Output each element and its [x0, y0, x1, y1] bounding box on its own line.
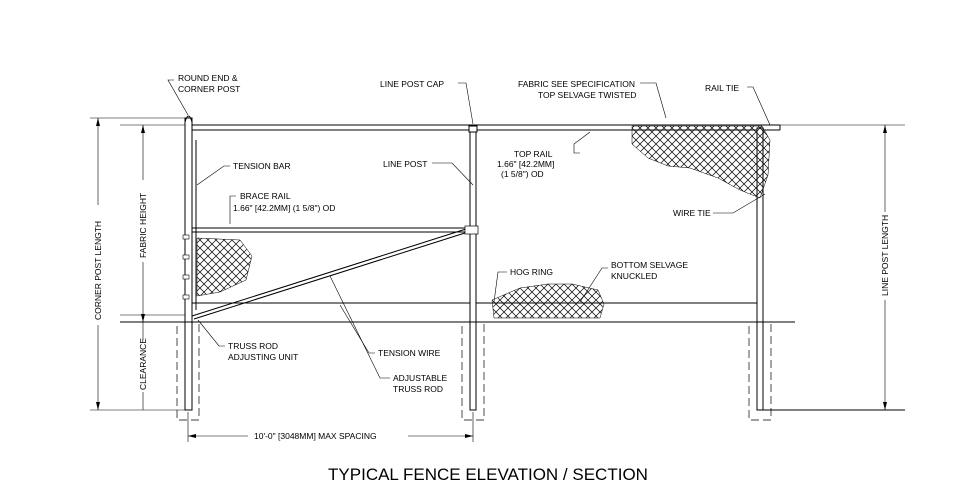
brace-rail [190, 227, 470, 233]
ground-line [120, 321, 905, 411]
svg-text:BRACE RAIL: BRACE RAIL [240, 191, 291, 201]
drawing-title: TYPICAL FENCE ELEVATION / SECTION [328, 465, 648, 484]
svg-text:1.66" [42.2MM]: 1.66" [42.2MM] [497, 159, 554, 169]
label-fabric-height: FABRIC HEIGHT [138, 193, 148, 258]
label-line-post-length: LINE POST LENGTH [880, 215, 890, 296]
callout-round-end-corner-post: ROUND END & CORNER POST [178, 73, 240, 94]
svg-text:ADJUSTABLE: ADJUSTABLE [393, 373, 447, 383]
callout-hog-ring: HOG RING [510, 267, 553, 277]
callout-truss-rod-adjusting-unit: TRUSS ROD ADJUSTING UNIT [228, 341, 298, 362]
dim-corner-post-length [90, 117, 185, 411]
svg-text:(1 5/8") OD: (1 5/8") OD [501, 169, 544, 179]
callout-fabric-specification: FABRIC SEE SPECIFICATION TOP SELVAGE TWI… [518, 79, 636, 100]
dim-fabric-height [120, 124, 185, 322]
callout-bottom-selvage: BOTTOM SELVAGE KNUCKLED [611, 260, 688, 281]
dim-clearance [120, 314, 185, 410]
spacing-label: 10'-0" [3048MM] MAX SPACING [254, 431, 377, 441]
dim-spacing [187, 412, 474, 442]
label-clearance: CLEARANCE [138, 338, 148, 390]
callout-brace-rail: BRACE RAIL 1.66" [42.2MM] (1 5/8") OD [233, 191, 335, 213]
svg-text:ROUND END &: ROUND END & [178, 73, 238, 83]
svg-text:TOP SELVAGE TWISTED: TOP SELVAGE TWISTED [538, 90, 636, 100]
leader-lines [167, 79, 771, 379]
callout-wire-tie: WIRE TIE [673, 208, 711, 218]
svg-text:TRUSS ROD: TRUSS ROD [228, 341, 278, 351]
svg-text:TRUSS ROD: TRUSS ROD [393, 384, 443, 394]
svg-text:BOTTOM SELVAGE: BOTTOM SELVAGE [611, 260, 688, 270]
callout-tension-bar: TENSION BAR [233, 161, 291, 171]
svg-text:1.66" [42.2MM] (1 5/8") OD: 1.66" [42.2MM] (1 5/8") OD [233, 203, 335, 213]
svg-text:ADJUSTING UNIT: ADJUSTING UNIT [228, 352, 298, 362]
footings [176, 321, 772, 421]
svg-text:CORNER POST: CORNER POST [178, 84, 240, 94]
label-corner-post-length: CORNER POST LENGTH [93, 221, 103, 320]
fabric-mesh [196, 125, 771, 319]
svg-text:TOP RAIL: TOP RAIL [514, 149, 553, 159]
line-post [464, 125, 479, 323]
svg-text:KNUCKLED: KNUCKLED [611, 271, 657, 281]
dim-line-post-length [780, 124, 905, 410]
callout-rail-tie: RAIL TIE [705, 83, 739, 93]
callout-top-rail: TOP RAIL 1.66" [42.2MM] (1 5/8") OD [497, 149, 554, 179]
callout-line-post-cap: LINE POST CAP [380, 79, 444, 89]
callout-line-post: LINE POST [383, 159, 427, 169]
corner-post [182, 115, 197, 323]
callout-tension-wire: TENSION WIRE [378, 348, 441, 358]
truss-rod [191, 228, 469, 320]
svg-text:FABRIC SEE SPECIFICATION: FABRIC SEE SPECIFICATION [518, 79, 635, 89]
callout-adjustable-truss-rod: ADJUSTABLE TRUSS ROD [393, 373, 447, 394]
